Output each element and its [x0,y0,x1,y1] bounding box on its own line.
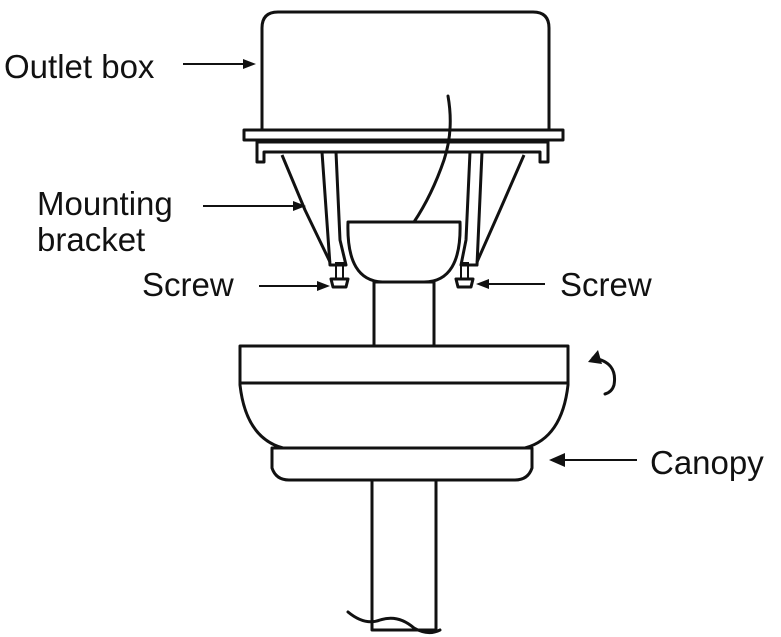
canopy-pointer [549,453,637,467]
canopy [238,344,570,482]
screw-right-label: Screw [560,266,652,303]
downrod-upper [372,280,436,348]
wire [412,94,452,224]
outlet-box [242,10,565,142]
mounting-bracket-label-line2: bracket [37,221,145,258]
screw-left [329,262,350,289]
screw-left-pointer [259,281,330,291]
screw-right [454,262,475,289]
screw-left-label: Screw [142,266,234,303]
hanger-ball [346,220,462,284]
mounting-bracket [255,140,550,267]
downrod-lower [346,478,442,635]
outlet-box-pointer [183,59,256,69]
screw-right-pointer [476,279,545,289]
mounting-bracket-label-line1: Mounting [37,185,173,222]
outlet-box-label: Outlet box [4,48,155,85]
mounting-bracket-pointer [203,201,306,211]
curved-arrow-icon [588,350,617,396]
canopy-label: Canopy [650,444,764,481]
